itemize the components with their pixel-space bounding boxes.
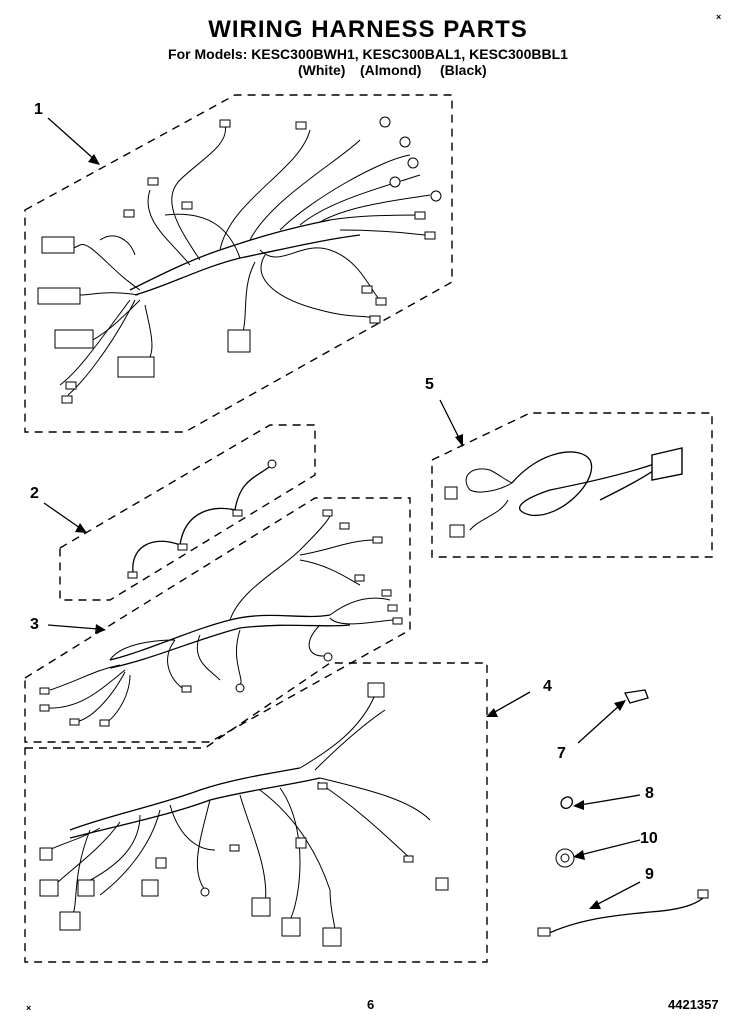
part-9-lead [537,889,709,937]
callout-8: 8 [645,785,654,802]
part-3-boundary [24,497,411,743]
callout-10: 10 [640,830,658,847]
part-5-sensor-harness [444,447,683,538]
part-1-harness [37,116,442,404]
part-5-boundary [431,412,713,558]
callout-9: 9 [645,866,654,883]
corner-mark-top-right: × [716,12,722,22]
part-8-clip [560,796,574,809]
callout-arrows [43,117,641,909]
callout-5: 5 [425,376,434,393]
document-number: 4421357 [668,997,719,1012]
variant-white: (White) [298,62,346,78]
model-list: For Models: KESC300BWH1, KESC300BAL1, KE… [168,46,568,62]
part-2-boundary [59,424,316,601]
page-number: 6 [367,997,375,1012]
callout-7: 7 [557,745,566,762]
variant-black: (Black) [440,62,487,78]
callout-2: 2 [30,485,39,502]
part-4-boundary [24,662,488,963]
part-7-clip [624,689,649,704]
part-4-harness [39,682,449,947]
part-1-boundary [24,94,453,433]
callout-1: 1 [34,101,43,118]
part-2-wires [127,459,277,579]
callout-4: 4 [543,678,552,695]
diagram-title: WIRING HARNESS PARTS [208,16,528,43]
part-3-harness [39,509,403,727]
part-10-grommet [555,848,575,868]
callout-3: 3 [30,616,39,633]
variant-almond: (Almond) [360,62,422,78]
corner-mark-left: × [26,1003,32,1013]
